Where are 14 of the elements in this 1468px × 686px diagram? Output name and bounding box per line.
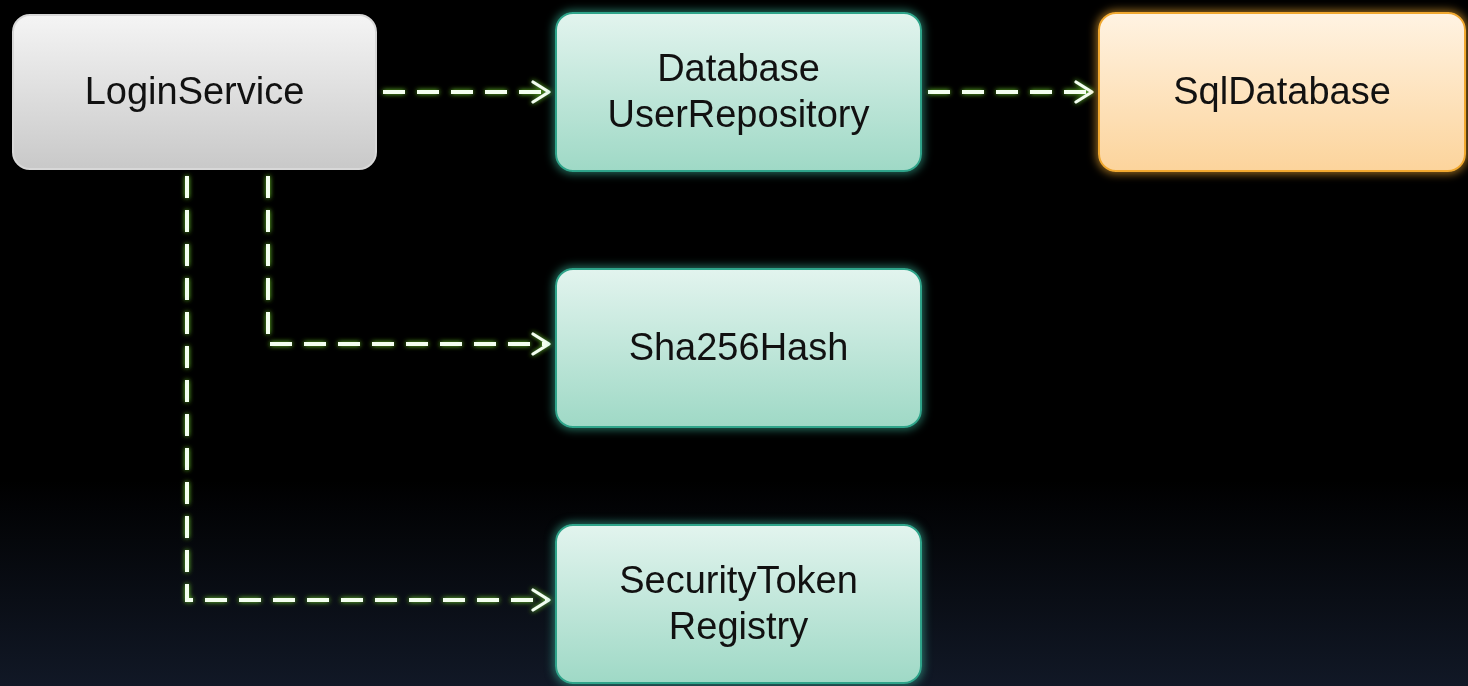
dependency-arrow: [266, 176, 551, 356]
dependency-arrow: [928, 80, 1094, 104]
class-name: Database UserRepository: [606, 46, 871, 137]
class-box: [12, 14, 377, 170]
class-name: SecurityToken Registry: [618, 558, 859, 649]
class-name: LoginService: [84, 69, 305, 115]
class-name: SqlDatabase: [1173, 69, 1391, 115]
class-box: [555, 268, 922, 428]
dependency-arrow: [383, 80, 551, 104]
class-box: [555, 524, 922, 684]
class-name: Sha256Hash: [628, 325, 849, 371]
dependency-arrow: [185, 176, 551, 612]
class-box: [1098, 12, 1466, 172]
class-box: [555, 12, 922, 172]
